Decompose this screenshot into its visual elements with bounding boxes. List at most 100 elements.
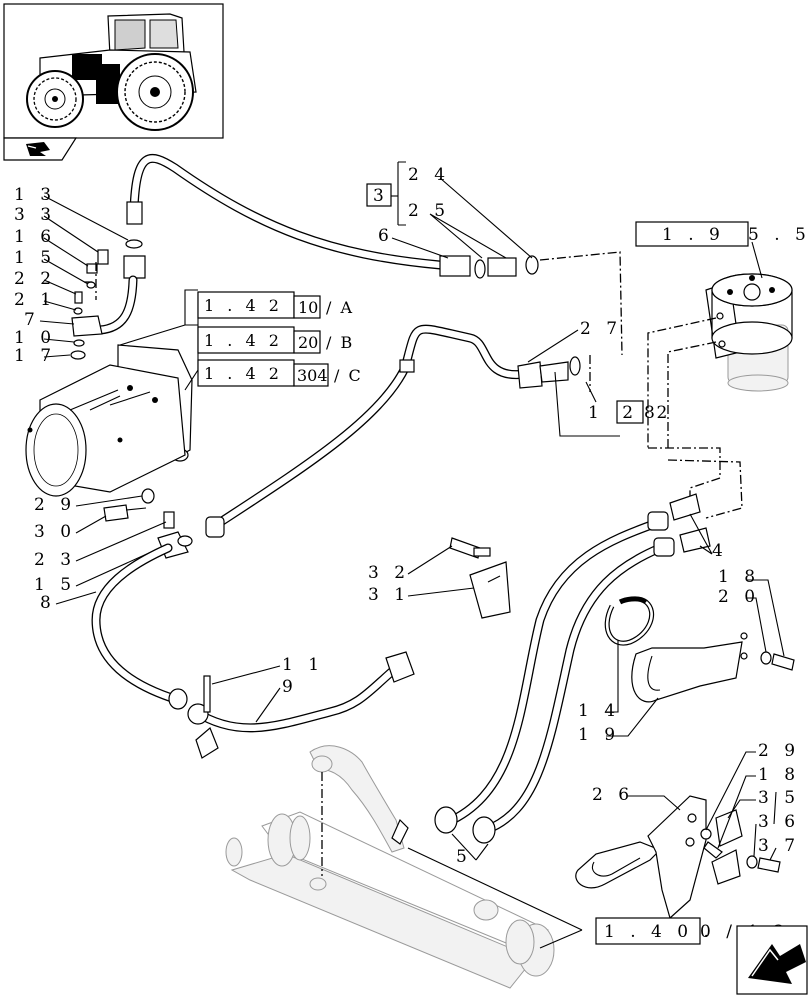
label-9: 9 xyxy=(282,677,298,697)
ref-box-3[interactable]: 3 xyxy=(366,183,392,207)
o-ring-24 xyxy=(525,255,539,275)
label-5: 5 xyxy=(456,847,472,867)
washer-29b xyxy=(700,828,712,840)
hose-27-nut xyxy=(517,361,543,389)
pipe-9-end-nut xyxy=(385,651,415,683)
bolt-11 xyxy=(203,675,211,713)
hose-5b xyxy=(481,543,665,835)
knob-35 xyxy=(715,809,743,847)
label-20: 2 0 xyxy=(718,587,760,607)
label-29a: 2 9 xyxy=(34,495,76,515)
svg-text:3: 3 xyxy=(373,186,389,206)
ref-box-1-42-10[interactable]: 1 . 4 2 . 10 / A xyxy=(197,291,354,319)
o-ring-27 xyxy=(569,356,581,376)
hose-end-fitting xyxy=(126,201,143,225)
adapter-4a xyxy=(669,493,701,521)
svg-text:/ C: / C xyxy=(334,366,363,385)
hose-27 xyxy=(211,324,530,530)
lever-26 xyxy=(647,795,707,920)
adapter-27 xyxy=(539,361,569,383)
label-31: 3 1 xyxy=(368,585,410,605)
label-8: 8 xyxy=(40,593,56,613)
next-page-arrow-icon[interactable] xyxy=(736,925,808,995)
fitting-23 xyxy=(163,511,175,529)
pipe-8 xyxy=(91,543,183,705)
label-30: 3 0 xyxy=(34,522,76,542)
hose-5a xyxy=(443,519,659,827)
svg-text:1 . 9: 1 . 9 xyxy=(662,225,725,245)
label-33: 3 3 xyxy=(14,205,56,225)
svg-text:5 . 5: 5 . 5 xyxy=(748,225,811,245)
clip-14 xyxy=(604,596,654,646)
label-35: 3 5 xyxy=(758,788,800,808)
label-17: 1 7 xyxy=(14,346,56,366)
section-flag-icon xyxy=(26,142,50,156)
label-18a: 1 8 xyxy=(718,567,760,587)
label-21: 2 1 xyxy=(14,290,56,310)
o-ring-13 xyxy=(125,239,143,249)
svg-text:/ B: / B xyxy=(326,333,354,352)
bolt-32 xyxy=(449,537,481,559)
clamp-9 xyxy=(195,726,219,759)
label-19: 1 9 xyxy=(578,725,620,745)
steering-valve xyxy=(705,273,793,392)
washer-36 xyxy=(746,855,758,869)
label-10: 1 0 xyxy=(14,328,56,348)
label-15b: 1 5 xyxy=(34,575,76,595)
svg-text:1 . 4 2 .: 1 . 4 2 . xyxy=(204,331,301,350)
bolt-30 xyxy=(103,504,129,522)
bracket-31 xyxy=(469,561,511,619)
label-24: 2 4 xyxy=(408,165,450,185)
svg-text:1 2 2: 1 2 2 xyxy=(588,403,676,423)
washer-20 xyxy=(760,651,772,665)
label-14: 1 4 xyxy=(578,701,620,721)
handle-26-grip xyxy=(575,841,662,889)
label-16: 1 6 xyxy=(14,227,56,247)
bolt-18b xyxy=(703,841,723,859)
label-36: 3 6 xyxy=(758,812,800,832)
svg-text:8: 8 xyxy=(644,403,660,423)
label-29b: 2 9 xyxy=(758,741,800,761)
bolt-22 xyxy=(74,291,83,304)
svg-text:1 . 4 2 .: 1 . 4 2 . xyxy=(204,296,301,315)
tractor-thumbnail xyxy=(3,3,224,161)
pipe-9 xyxy=(191,663,401,733)
steering-cylinder xyxy=(225,745,555,989)
adapter-4b xyxy=(679,527,711,553)
o-ring-25 xyxy=(474,259,486,279)
ref-box-1-42-304[interactable]: 1 . 4 2 . 304 / C xyxy=(197,359,363,387)
label-37: 3 7 xyxy=(758,836,800,856)
label-11: 1 1 xyxy=(282,655,324,675)
label-26: 2 6 xyxy=(592,785,634,805)
hose-27-lower-end xyxy=(205,516,225,538)
adapter-fitting xyxy=(123,255,146,279)
svg-text:20: 20 xyxy=(298,333,318,352)
svg-text:10: 10 xyxy=(298,298,318,317)
o-ring-17 xyxy=(70,350,86,360)
label-32: 3 2 xyxy=(368,563,410,583)
svg-text:304: 304 xyxy=(297,366,328,385)
label-6: 6 xyxy=(378,226,394,246)
label-23: 2 3 xyxy=(34,550,76,570)
svg-text:1 . 4 2 .: 1 . 4 2 . xyxy=(204,364,301,383)
svg-text:/ A: / A xyxy=(326,298,354,317)
ref-box-1-95-5[interactable]: 1 . 9 5 . 5 xyxy=(635,221,811,247)
ref-box-122-8[interactable]: 1 2 2 8 xyxy=(588,400,676,424)
label-7: 7 xyxy=(24,310,40,330)
hydraulic-pump xyxy=(25,344,193,497)
seal-10 xyxy=(73,339,85,347)
label-15a: 1 5 xyxy=(14,248,56,268)
bolt-18 xyxy=(771,653,795,671)
label-27: 2 7 xyxy=(580,319,622,339)
washer-29 xyxy=(141,488,155,504)
plug-16 xyxy=(86,263,98,274)
screw-33 xyxy=(97,249,109,265)
label-18b: 1 8 xyxy=(758,765,800,785)
adapter-25 xyxy=(487,257,517,277)
label-22: 2 2 xyxy=(14,269,56,289)
label-25: 2 5 xyxy=(408,201,450,221)
block-7 xyxy=(71,315,103,337)
hose-upper xyxy=(129,153,445,270)
ref-box-1-42-20[interactable]: 1 . 4 2 . 20 / B xyxy=(197,326,354,354)
